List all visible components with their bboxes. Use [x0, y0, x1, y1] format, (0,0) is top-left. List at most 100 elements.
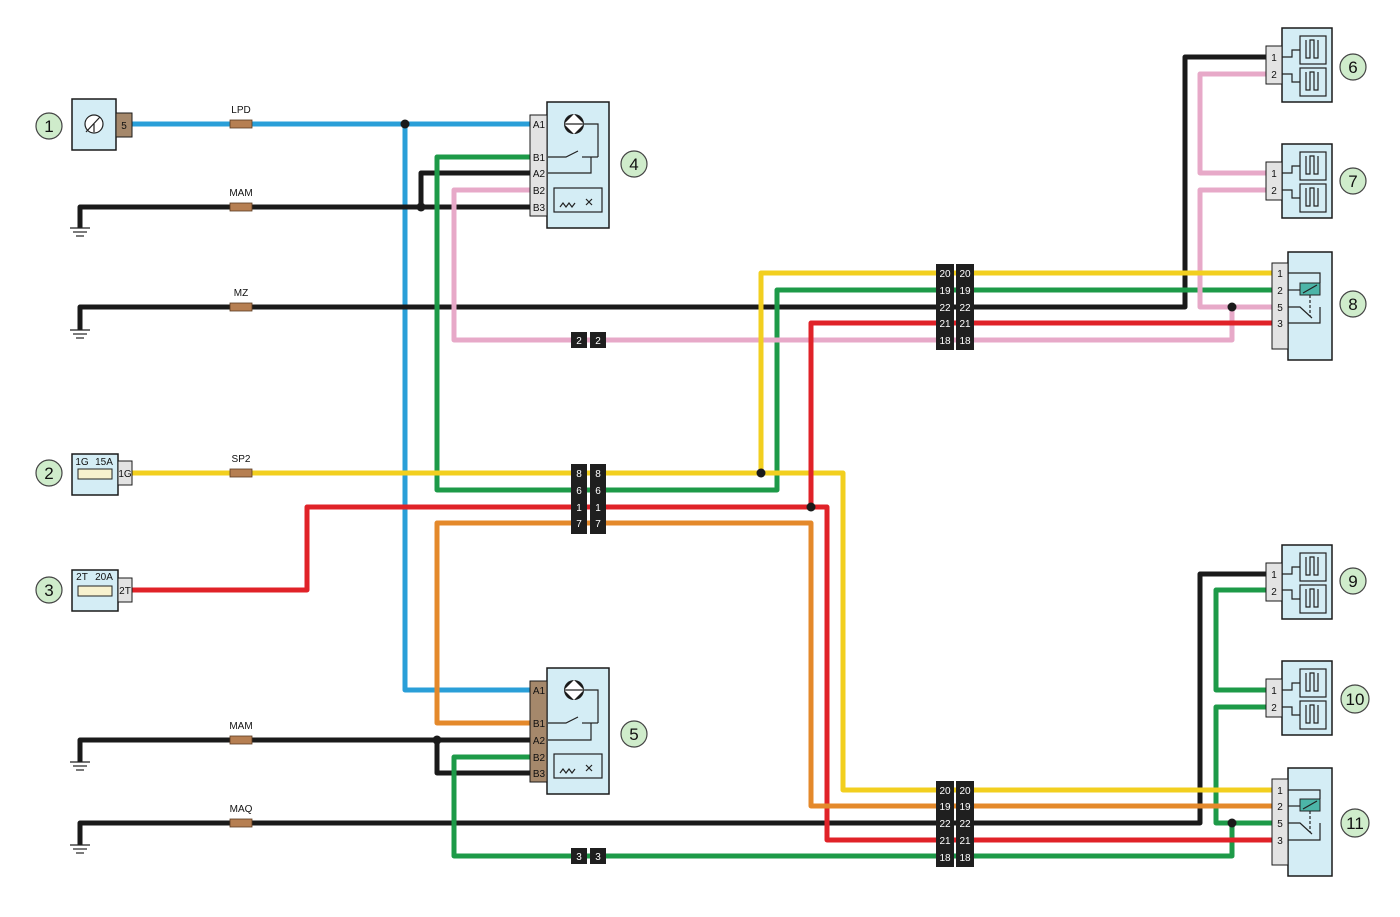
component-6-pin: 1	[1271, 53, 1277, 64]
connector-pin: 19	[959, 802, 971, 813]
component-9-pin: 1	[1271, 570, 1277, 581]
connector-pin: 21	[959, 319, 971, 330]
resistor-icon	[553, 753, 603, 779]
connector-pin: 21	[939, 319, 951, 330]
splice-dot	[400, 119, 410, 129]
connector-bottom: 20 20 19 19 22 22 21 21 18 18	[936, 781, 974, 867]
fuse-2: 1G 1G 15A	[71, 453, 133, 496]
wire-black-mam-top	[77, 204, 534, 228]
connector-top: 20 20 19 19 22 22 21 21 18 18	[936, 264, 974, 350]
connector-mid: 8 8 6 6 1 1 7 7	[571, 464, 606, 534]
connector-pin: 6	[595, 486, 601, 497]
callout-1: 1	[44, 117, 53, 136]
component-10-pin: 2	[1271, 703, 1277, 714]
callout-9: 9	[1348, 572, 1357, 591]
component-11-pin: 2	[1277, 802, 1283, 813]
ground-icon	[70, 844, 90, 854]
wire-green-9-10	[1213, 587, 1272, 693]
component-11-pin: 1	[1277, 786, 1283, 797]
switch-4-pin: A1	[533, 120, 546, 131]
connector-c3: 3 3	[571, 848, 606, 864]
wire-pink-7-8	[1197, 187, 1272, 310]
wire-label-lpd: LPD	[231, 105, 250, 116]
splice-dot	[416, 202, 426, 212]
component-11-pin: 3	[1277, 836, 1283, 847]
connector-pin: 22	[959, 303, 971, 314]
wire-label-mam-top: MAM	[229, 188, 252, 199]
component-6: 1 2	[1265, 27, 1333, 103]
component-7-pin: 1	[1271, 169, 1277, 180]
wire-sleeve	[229, 735, 253, 745]
wire-label-maq: MAQ	[230, 804, 253, 815]
wire-yellow-sp2	[132, 470, 1272, 793]
component-7: 1 2	[1265, 143, 1333, 219]
lamp-icon	[564, 114, 584, 134]
connector-pin: 22	[939, 303, 951, 314]
connector-pin: 20	[959, 269, 971, 280]
switch-icon	[548, 689, 599, 741]
switch-5-pin: B3	[533, 769, 546, 780]
connector-pin: 20	[939, 269, 951, 280]
callout-8: 8	[1348, 295, 1357, 314]
splice-dot	[806, 502, 816, 512]
wire-sleeve	[229, 818, 253, 828]
connector-pin: 8	[576, 469, 582, 480]
switch-5: A1 B1 A2 B2 B3	[529, 667, 610, 795]
wire-black-a2-top	[418, 170, 534, 207]
splice-dot	[1227, 302, 1237, 312]
component-8-pin: 1	[1277, 269, 1283, 280]
wire-pink-b2	[451, 187, 1272, 343]
connector-pin: 19	[939, 802, 951, 813]
connector-pin: 21	[959, 836, 971, 847]
fuse-3-id: 2T	[76, 572, 88, 583]
connector-pin: 7	[595, 519, 601, 530]
wire-black-mz	[77, 54, 1272, 330]
splice-dots	[400, 119, 1237, 828]
switch-4-pin: B1	[533, 153, 546, 164]
connector-pin: 20	[959, 786, 971, 797]
heater-element-icon	[1282, 151, 1327, 213]
connector-pin: 6	[576, 486, 582, 497]
wire-blue-down	[402, 124, 534, 693]
switch-4: A1 B1 A2 B2 B3	[529, 101, 610, 229]
wire-sleeve	[229, 302, 253, 312]
connector-pin: 18	[959, 853, 971, 864]
component-10: 1 2	[1265, 660, 1333, 736]
component-9: 1 2	[1265, 544, 1333, 620]
callout-3: 3	[44, 581, 53, 600]
wire-red-fuse3	[132, 504, 1272, 843]
ground-icon	[70, 227, 90, 237]
component-6-pin: 2	[1271, 70, 1277, 81]
connector-pin: 19	[959, 286, 971, 297]
wire-orange-b1	[434, 520, 1272, 809]
callout-7: 7	[1348, 172, 1357, 191]
wire-label-mz: MZ	[234, 288, 248, 299]
wire-sleeve	[229, 202, 253, 212]
component-8-pin: 3	[1277, 319, 1283, 330]
sensor-icon	[84, 114, 104, 134]
heater-element-icon	[1282, 35, 1327, 97]
switch-5-pin: B1	[533, 719, 546, 730]
component-1-pin: 5	[121, 121, 127, 132]
ground-symbols	[70, 227, 90, 854]
wire-labels: LPD MAM MZ SP2 MAM MAQ	[229, 105, 253, 828]
wire-label-sp2: SP2	[232, 454, 251, 465]
wires	[77, 54, 1272, 859]
connector-pin: 21	[939, 836, 951, 847]
component-9-pin: 2	[1271, 587, 1277, 598]
relay-icon	[1288, 789, 1321, 841]
splice-dot	[1227, 818, 1237, 828]
component-10-pin: 1	[1271, 686, 1277, 697]
callouts: 1 2 3 4 5 6 7 8 9 10 11	[35, 53, 1370, 838]
wire-yellow-up	[758, 270, 1272, 473]
splice-dot	[432, 735, 442, 745]
fuse-icon	[77, 585, 113, 597]
component-1: 5	[71, 98, 133, 151]
fuse-3-pin: 2T	[119, 586, 131, 597]
component-8: 1 2 5 3	[1271, 251, 1333, 361]
callout-10: 10	[1346, 690, 1365, 709]
component-8-pin: 2	[1277, 286, 1283, 297]
fuse-3: 2T 2T 20A	[71, 569, 133, 612]
lamp-icon	[564, 680, 584, 700]
